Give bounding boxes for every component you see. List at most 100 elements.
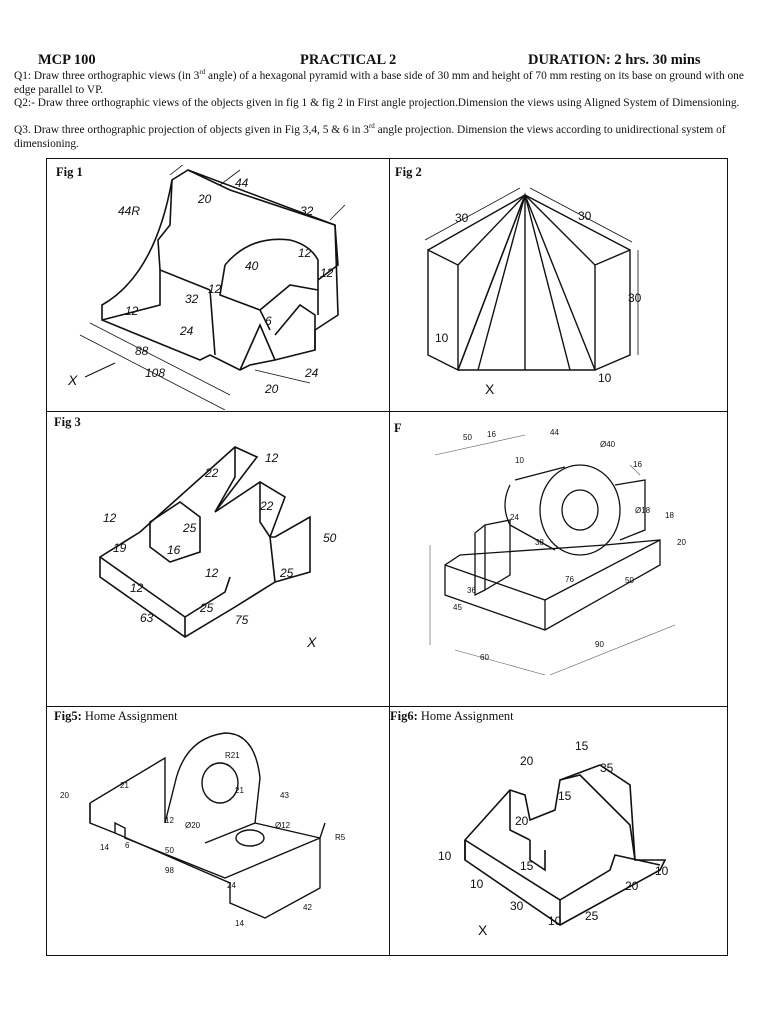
- fig4-dim: 24: [510, 513, 519, 522]
- fig6-dim: 20: [520, 754, 534, 768]
- fig1-dim: 24: [179, 324, 194, 338]
- fig3-axis-x: X: [306, 634, 317, 650]
- fig6-dim: 30: [510, 899, 524, 913]
- fig1-dim: 32: [185, 292, 199, 306]
- fig6-caption: Fig6: Home Assignment: [390, 709, 514, 723]
- fig3-dim: 63: [140, 611, 154, 625]
- fig4-dim: 18: [665, 511, 674, 520]
- fig5-dim: R5: [335, 833, 346, 842]
- fig3-dim: 12: [205, 566, 219, 580]
- fig5-dim: 98: [165, 866, 174, 875]
- duration: DURATION: 2 hrs. 30 mins: [528, 52, 701, 68]
- fig1-dim: 108: [145, 366, 165, 380]
- fig5-dim: Ø12: [275, 821, 291, 830]
- fig1-dim: 24: [304, 366, 319, 380]
- fig4-dim: Ø18: [635, 506, 651, 515]
- fig3-dim: 25: [199, 601, 214, 615]
- fig4-dim: 90: [595, 640, 604, 649]
- fig1-dim: 12: [125, 304, 139, 318]
- grid-divider-row2: [46, 706, 728, 707]
- fig1-dim: 6: [265, 314, 272, 328]
- fig1-dim: 44R: [118, 204, 140, 218]
- fig6-dim: 10: [438, 849, 452, 863]
- fig3-dim: 75: [235, 613, 249, 627]
- fig1-dim: 20: [197, 192, 212, 206]
- fig3-dim: 12: [130, 581, 144, 595]
- fig6-drawing: 15 20 35 15 20 10 15 10 30 10 25 20 10 X: [438, 739, 669, 938]
- fig4-dim: 76: [565, 575, 574, 584]
- fig2-dim: 30: [578, 209, 592, 223]
- fig1-dim: 44: [235, 176, 249, 190]
- course-code: MCP 100: [38, 52, 96, 68]
- fig1-caption: Fig 1: [56, 165, 83, 179]
- fig5-dim: 20: [60, 791, 69, 800]
- fig5-dim: 50: [165, 846, 174, 855]
- fig6-dim: 10: [655, 864, 669, 878]
- fig5-dim: 12: [165, 816, 174, 825]
- fig3-drawing: 22 12 22 12 25 16 19 12 12 50 25 63 25 7…: [99, 446, 337, 650]
- practical-title: PRACTICAL 2: [300, 52, 397, 68]
- fig3-dim: 16: [167, 543, 181, 557]
- fig2-dim: 10: [598, 371, 612, 385]
- fig6-dim: 20: [515, 814, 529, 828]
- fig4-dim: 60: [480, 653, 489, 662]
- fig4-dim: 16: [633, 460, 642, 469]
- fig6-dim: 15: [575, 739, 589, 753]
- fig4-dim: 50: [625, 576, 634, 585]
- fig2-dim: 30: [628, 291, 642, 305]
- fig2-dim: 10: [435, 331, 449, 345]
- fig5-dim: R21: [225, 751, 240, 760]
- fig2-axis-x: X: [485, 381, 495, 397]
- fig6-dim: 20: [625, 879, 639, 893]
- fig5-dim: 21: [235, 786, 244, 795]
- fig6-dim: 25: [585, 909, 599, 923]
- question-1: Q1: Draw three orthographic views (in 3r…: [14, 68, 744, 96]
- fig3-dim: 22: [259, 499, 274, 513]
- fig4-dim: 10: [515, 456, 524, 465]
- fig2-drawing: 30 30 30 10 10 X: [424, 187, 642, 397]
- fig1-dim: 12: [298, 246, 312, 260]
- fig4-dim: 16: [487, 430, 496, 439]
- grid-divider-vertical: [389, 158, 390, 956]
- fig5-dim: 43: [280, 791, 289, 800]
- question-3: Q3. Draw three orthographic projection o…: [14, 122, 726, 150]
- question-2: Q2:- Draw three orthographic views of th…: [14, 97, 740, 109]
- grid-divider-row1: [46, 411, 728, 412]
- fig1-drawing: 44R 20 44 32 12 40 12 12 32 24 12 6 88 1…: [67, 165, 346, 410]
- fig4-dim: 36: [467, 586, 476, 595]
- fig2-dim: 30: [455, 211, 469, 225]
- fig3-caption: Fig 3: [54, 415, 81, 429]
- fig6-dim: 10: [470, 877, 484, 891]
- fig4-dim: Ø40: [600, 440, 616, 449]
- fig6-dim: 35: [600, 761, 614, 775]
- fig5-dim: Ø20: [185, 821, 201, 830]
- fig5-dim: 14: [235, 919, 244, 928]
- fig1-dim: 40: [245, 259, 259, 273]
- fig3-dim: 12: [265, 451, 279, 465]
- fig4-dim: 38: [535, 538, 544, 547]
- fig3-dim: 25: [279, 566, 294, 580]
- fig6-dim: 15: [558, 789, 572, 803]
- fig4-dim: 44: [550, 428, 559, 437]
- fig1-dim: 32: [300, 204, 314, 218]
- fig4-dim: 20: [677, 538, 686, 547]
- fig2-caption: Fig 2: [395, 165, 422, 179]
- fig4-dim: 45: [453, 603, 462, 612]
- fig6-dim: 15: [520, 859, 534, 873]
- fig3-dim: 25: [182, 521, 197, 535]
- fig1-dim: 12: [208, 282, 222, 296]
- fig5-dim: 24: [227, 881, 236, 890]
- fig4-dim: 50: [463, 433, 472, 442]
- fig5-drawing: R21 20 21 21 43 Ø20 12 Ø12 R5 14 6 50 24…: [60, 732, 346, 928]
- fig1-axis-x: X: [67, 372, 78, 388]
- fig6-dim: 10: [548, 914, 562, 928]
- fig1-dim: 88: [135, 344, 149, 358]
- fig6-axis-x: X: [478, 922, 488, 938]
- fig5-dim: 6: [125, 841, 130, 850]
- fig5-caption: Fig5: Home Assignment: [54, 709, 178, 723]
- figure-grid: [46, 158, 728, 956]
- fig3-dim: 50: [323, 531, 337, 545]
- fig1-dim: 20: [264, 382, 279, 396]
- fig1-dim: 12: [320, 266, 334, 280]
- fig4-drawing: 50 16 44 Ø40 10 16 24 Ø18 18 38 20 76 50…: [429, 428, 686, 676]
